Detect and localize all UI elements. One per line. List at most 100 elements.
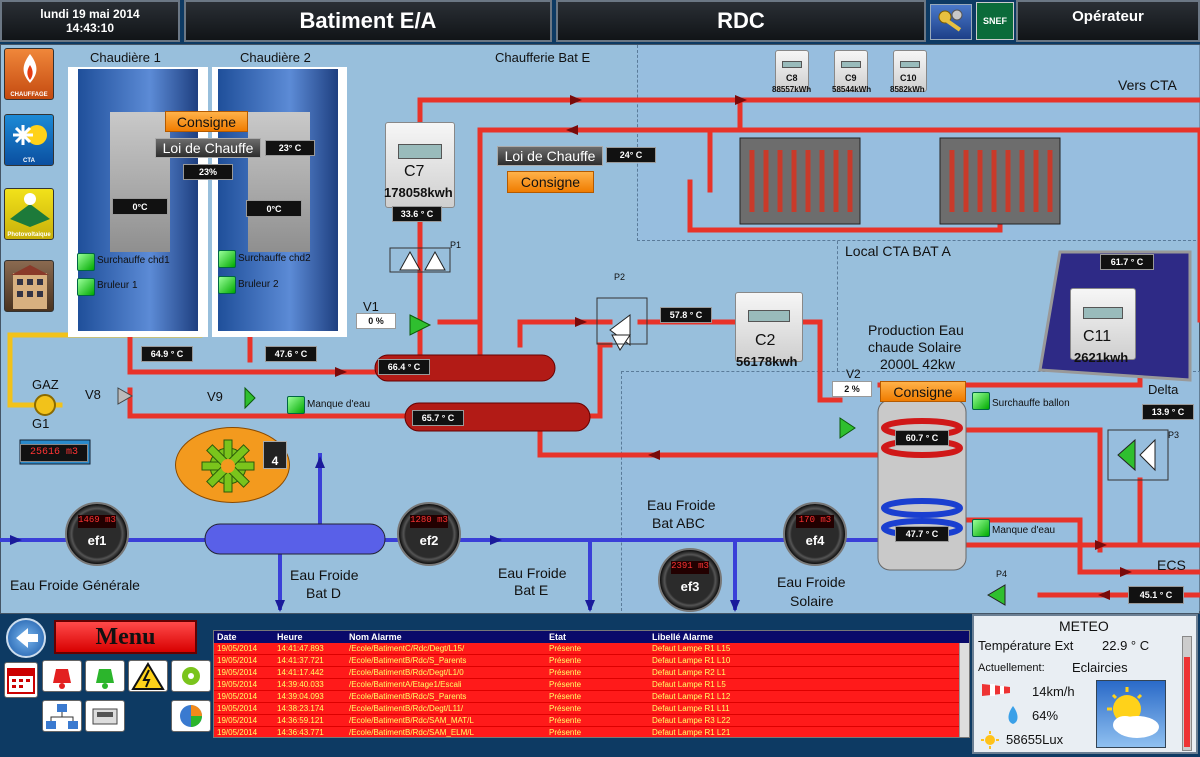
alarm-surchauffe-chd2-icon[interactable] (218, 250, 236, 268)
boiler-1-temp: 0°C (112, 198, 168, 215)
cta-consigne-button[interactable]: Consigne (507, 171, 594, 193)
gas-meter-g1[interactable]: 25616 m3 (20, 444, 88, 462)
boiler-loi-value: 23° C (265, 140, 315, 156)
col-etat[interactable]: Etat (549, 632, 567, 642)
sun-small-icon (981, 731, 999, 749)
boiler-2-front (248, 112, 310, 252)
water-meter-ef3[interactable]: 2391 m3 ef3 (658, 548, 722, 612)
network-button[interactable] (42, 700, 82, 732)
cell-nom: /Ecole/BatimentB/Rdc/Degt/L1/0 (349, 668, 464, 677)
back-button[interactable] (6, 618, 46, 658)
meter-c11[interactable] (1070, 288, 1136, 360)
cell-heure: 14:41:37.721 (277, 656, 324, 665)
meteo-temp-label: Température Ext (978, 638, 1074, 653)
meter-c2-value: 56178kwh (736, 354, 798, 369)
alarm-red-button[interactable] (42, 660, 82, 692)
meter-c9-label: C9 (845, 73, 857, 83)
alarm-bell-red-icon (53, 669, 71, 689)
user-display[interactable]: Opérateur (1016, 0, 1200, 42)
valve-v2-value[interactable]: 2 % (832, 381, 872, 397)
nav-batiment[interactable] (4, 260, 54, 312)
nav-cta[interactable]: CTA (4, 114, 54, 166)
meter-c7-label: C7 (404, 163, 425, 180)
valve-v1-value[interactable]: 0 % (356, 313, 396, 329)
boiler-1-front (110, 112, 170, 252)
water-meter-ef1[interactable]: 1469 m3 ef1 (65, 502, 129, 566)
boiler-consigne-button[interactable]: Consigne (165, 111, 248, 132)
nav-chauffage[interactable]: CHAUFFAGE (4, 48, 54, 100)
eau-froide-batd-1: Eau Froide (290, 567, 359, 583)
manque-eau-2-icon[interactable] (972, 519, 990, 537)
alarm-surchauffe-chd1-icon[interactable] (77, 253, 95, 271)
water-meter-ef2[interactable]: 1280 m3 ef2 (397, 502, 461, 566)
zone-local-cta (837, 241, 1200, 371)
electric-warning-button[interactable] (128, 660, 168, 692)
chart-button[interactable] (171, 700, 211, 732)
col-heure[interactable]: Heure (277, 632, 303, 642)
meteo-lux: 58655Lux (1006, 732, 1064, 747)
menu-button[interactable]: Menu (54, 620, 197, 654)
alarm-green-button[interactable] (85, 660, 125, 692)
nav-photovoltaique-label: Photovoltaique (7, 232, 51, 238)
meter-c10[interactable] (893, 50, 927, 92)
meteo-scrollbar-thumb[interactable] (1184, 657, 1190, 747)
meter-c2[interactable] (735, 292, 803, 362)
cell-date: 19/05/2014 (217, 644, 258, 653)
meter-c8[interactable] (775, 50, 809, 92)
meteo-current-value: Eclaircies (1072, 660, 1128, 675)
meter-c10-value: 8582kWh (890, 85, 925, 94)
return-temp-1: 64.9 ° C (141, 346, 193, 362)
meter-c9-value: 58544kWh (832, 85, 872, 94)
collector-1-temp: 66.4 ° C (378, 359, 430, 375)
alarm-table-scrollbar[interactable] (959, 643, 969, 737)
meteo-humidity: 64% (1032, 708, 1059, 723)
cell-date: 19/05/2014 (217, 692, 258, 701)
keys-button[interactable] (930, 4, 972, 40)
meter-c9[interactable] (834, 50, 868, 92)
eau-froide-batabc-2: Bat ABC (652, 515, 705, 531)
floor-title: RDC (556, 0, 926, 42)
gaz-label: GAZ (32, 377, 59, 392)
ef3-lcd: 2391 m3 (670, 560, 710, 574)
calendar-button[interactable] (4, 662, 38, 698)
solar-consigne-button[interactable]: Consigne (880, 381, 966, 402)
meter-c7[interactable] (385, 122, 455, 208)
tank-bottom-temp: 47.7 ° C (895, 526, 949, 542)
col-date[interactable]: Date (217, 632, 237, 642)
alarm-bruleur-1-icon[interactable] (77, 278, 95, 296)
col-libelle[interactable]: Libellé Alarme (652, 632, 714, 642)
building-name: Batiment E/A (299, 8, 437, 33)
boiler-2-title: Chaudière 2 (240, 50, 311, 65)
col-nom-alarme[interactable]: Nom Alarme (349, 632, 402, 642)
meteo-scrollbar[interactable] (1182, 636, 1192, 751)
building-icon (11, 265, 49, 309)
solar-panel-icon (10, 193, 50, 227)
alarm-bruleur-2-icon[interactable] (218, 276, 236, 294)
meter-c11-label: C11 (1083, 328, 1112, 345)
p2-temp: 57.8 ° C (660, 307, 712, 323)
nav-photovoltaique[interactable]: Photovoltaique (4, 188, 54, 240)
ef2-label: ef2 (419, 532, 439, 548)
surchauffe-ballon-icon[interactable] (972, 392, 990, 410)
device-button[interactable] (85, 700, 125, 732)
cell-nom: /Ecole/BatimentA/Etage1/Escali (349, 680, 462, 689)
manque-eau-1-icon[interactable] (287, 396, 305, 414)
cell-etat: Présente (549, 644, 582, 653)
cell-libelle: Defaut Lampe R1 L21 (652, 728, 731, 737)
cell-libelle: Defaut Lampe R1 L5 (652, 680, 726, 689)
boiler-loi-chauffe-button[interactable]: Loi de Chauffe (155, 138, 261, 158)
cell-libelle: Defaut Lampe R1 L11 (652, 704, 730, 713)
water-meter-ef4[interactable]: 170 m3 ef4 (783, 502, 847, 566)
meteo-title: METEO (1059, 618, 1109, 634)
alarm-table[interactable]: Date Heure Nom Alarme Etat Libellé Alarm… (213, 630, 970, 738)
settings-button[interactable] (171, 660, 211, 692)
cta-loi-chauffe-button[interactable]: Loi de Chauffe (497, 146, 603, 166)
